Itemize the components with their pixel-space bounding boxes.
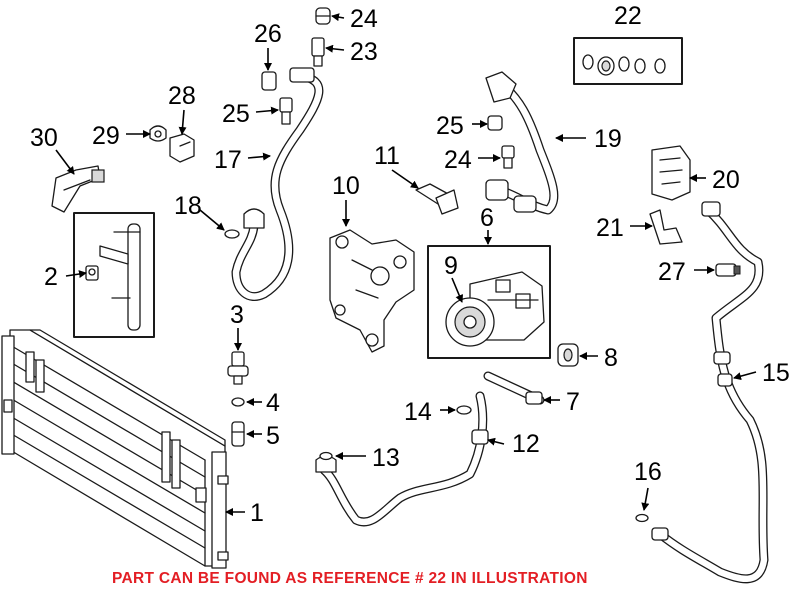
o-ring-part-18 (224, 229, 240, 239)
callout-5: 5 (266, 422, 280, 450)
callout-11: 11 (374, 142, 400, 170)
fitting-part-25-right (487, 115, 503, 131)
callout-2: 2 (44, 263, 58, 291)
heat-shield-part-20 (651, 145, 691, 201)
clip-part-29 (149, 125, 167, 142)
callout-3: 3 (230, 301, 244, 329)
callout-labels: 1 2 3 4 5 6 7 8 9 10 11 12 13 14 15 16 1… (30, 2, 790, 527)
callout-28: 28 (168, 82, 196, 110)
callout-17: 17 (214, 146, 242, 174)
callout-8: 8 (604, 344, 618, 372)
bracket-part-21 (649, 209, 683, 245)
callout-13: 13 (372, 444, 400, 472)
o-ring-part-4 (231, 397, 245, 407)
callout-24-top: 24 (350, 5, 378, 33)
valve-core-part-5 (231, 421, 245, 447)
fitting-part-25-left (279, 97, 293, 125)
callout-22: 22 (614, 2, 642, 30)
hose-part-19 (485, 71, 559, 215)
callout-7: 7 (566, 388, 580, 416)
clip-part-28 (169, 133, 195, 163)
callout-14: 14 (404, 398, 432, 426)
compressor-bracket-part-10 (329, 229, 415, 353)
callout-24-mid: 24 (444, 146, 472, 174)
switch-part-3 (227, 351, 249, 385)
pipe-part-15 (651, 201, 769, 584)
callout-19: 19 (594, 125, 622, 153)
callout-29: 29 (92, 122, 120, 150)
callout-10: 10 (332, 172, 360, 200)
callout-9: 9 (444, 252, 458, 280)
sensor-part-27 (715, 263, 741, 277)
bushing-part-8 (557, 343, 579, 367)
compressor-part-9 (427, 245, 551, 359)
cap-part-24-top (315, 7, 331, 25)
reference-note: PART CAN BE FOUND AS REFERENCE # 22 IN I… (112, 570, 588, 587)
callout-16: 16 (634, 458, 662, 486)
callout-25-right: 25 (436, 112, 464, 140)
pipe-part-7 (483, 371, 545, 405)
callout-20: 20 (712, 166, 740, 194)
callout-6: 6 (480, 204, 494, 232)
callout-21: 21 (596, 214, 624, 242)
callout-15: 15 (762, 359, 790, 387)
callout-12: 12 (512, 430, 540, 458)
condenser-part (1, 329, 229, 569)
bracket-part-30 (51, 165, 105, 213)
o-ring-part-14 (456, 405, 472, 415)
callout-26: 26 (254, 20, 282, 48)
valve-part-24-mid (501, 145, 515, 169)
hose-part-17 (231, 67, 324, 301)
callout-23: 23 (350, 38, 378, 66)
callout-1: 1 (250, 499, 264, 527)
seal-kit-part-22 (573, 37, 683, 85)
o-ring-part-16 (635, 513, 649, 523)
callout-30: 30 (30, 124, 58, 152)
valve-part-23 (311, 37, 325, 67)
fitting-part-26 (261, 71, 277, 91)
bolt-part-11 (415, 183, 459, 215)
callout-4: 4 (266, 389, 280, 417)
hose-part-12 (315, 391, 489, 527)
receiver-drier-part (73, 212, 155, 338)
o-ring-part-13 (319, 451, 333, 461)
leader-arrows (55, 13, 757, 516)
callout-25-left: 25 (222, 100, 250, 128)
callout-18: 18 (174, 192, 202, 220)
callout-27: 27 (658, 258, 686, 286)
